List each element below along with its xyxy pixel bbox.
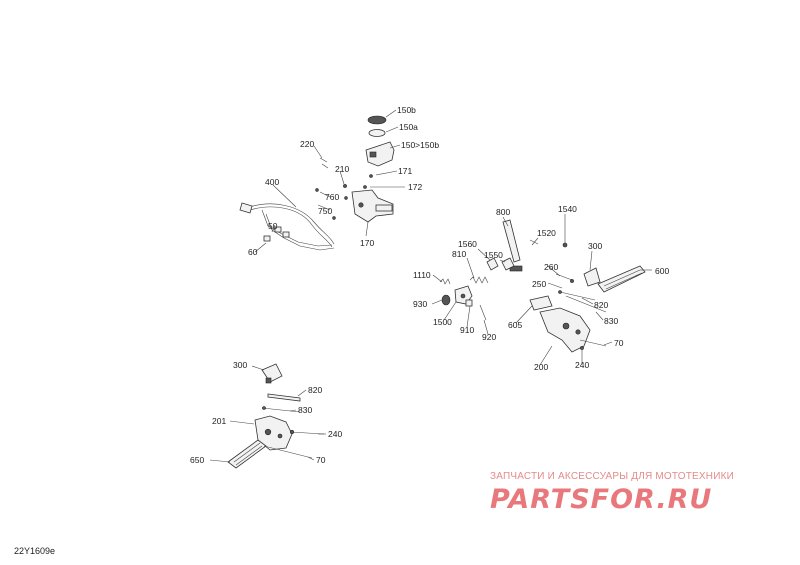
callout-170: 170 bbox=[360, 238, 374, 248]
watermark-tagline: ЗАПЧАСТИ И АКСЕССУАРЫ ДЛЯ МОТОТЕХНИКИ bbox=[490, 471, 735, 482]
callout-200: 200 bbox=[534, 362, 548, 372]
callout-605: 605 bbox=[508, 320, 522, 330]
callout-150: 150>150b bbox=[401, 140, 439, 150]
callout-210: 210 bbox=[335, 164, 349, 174]
leader-lines-lower-left bbox=[209, 365, 326, 463]
lower-pedal-assembly bbox=[227, 363, 325, 469]
callout-240-lower: 240 bbox=[328, 429, 342, 439]
callout-820-lower: 820 bbox=[308, 385, 322, 395]
callout-60: 60 bbox=[248, 247, 258, 257]
callout-300-right: 300 bbox=[588, 241, 602, 251]
brake-pedal-assembly bbox=[439, 219, 646, 353]
callout-1520: 1520 bbox=[537, 228, 556, 238]
callout-labels: 150b 150a 150>150b 220 210 171 172 400 7… bbox=[190, 105, 669, 465]
callout-171: 171 bbox=[398, 166, 412, 176]
callout-800: 800 bbox=[496, 207, 510, 217]
callout-201: 201 bbox=[212, 416, 226, 426]
callout-830-lower: 830 bbox=[298, 405, 312, 415]
callout-820-right: 820 bbox=[594, 300, 608, 310]
callout-1560: 1560 bbox=[458, 239, 477, 249]
callout-300-lower: 300 bbox=[233, 360, 247, 370]
watermark-logo: PARTSFOR.RU bbox=[490, 484, 713, 515]
leader-lines-upper-left bbox=[254, 109, 405, 253]
leader-lines-right bbox=[431, 214, 652, 366]
callout-750: 750 bbox=[318, 206, 332, 216]
callout-600: 600 bbox=[655, 266, 669, 276]
callout-650: 650 bbox=[190, 455, 204, 465]
callout-1500: 1500 bbox=[433, 317, 452, 327]
callout-1540: 1540 bbox=[558, 204, 577, 214]
callout-220: 220 bbox=[300, 139, 314, 149]
callout-50: 50 bbox=[268, 221, 278, 231]
callout-150b: 150b bbox=[397, 105, 416, 115]
callout-150a: 150a bbox=[399, 122, 418, 132]
callout-250: 250 bbox=[532, 279, 546, 289]
callout-1110: 1110 bbox=[413, 270, 431, 280]
callout-830-right: 830 bbox=[604, 316, 618, 326]
callout-70-lower: 70 bbox=[316, 455, 326, 465]
callout-260: 260 bbox=[544, 262, 558, 272]
callout-930: 930 bbox=[413, 299, 427, 309]
master-cylinder-assembly bbox=[239, 115, 395, 251]
callout-400: 400 bbox=[265, 177, 279, 187]
callout-910: 910 bbox=[460, 325, 474, 335]
callout-1550: 1550 bbox=[484, 250, 503, 260]
callout-70-right: 70 bbox=[614, 338, 624, 348]
callout-760: 760 bbox=[325, 192, 339, 202]
callout-172: 172 bbox=[408, 182, 422, 192]
callout-920: 920 bbox=[482, 332, 496, 342]
diagram-code: 22Y1609e bbox=[14, 546, 56, 556]
callout-810: 810 bbox=[452, 249, 466, 259]
callout-240-right: 240 bbox=[575, 360, 589, 370]
